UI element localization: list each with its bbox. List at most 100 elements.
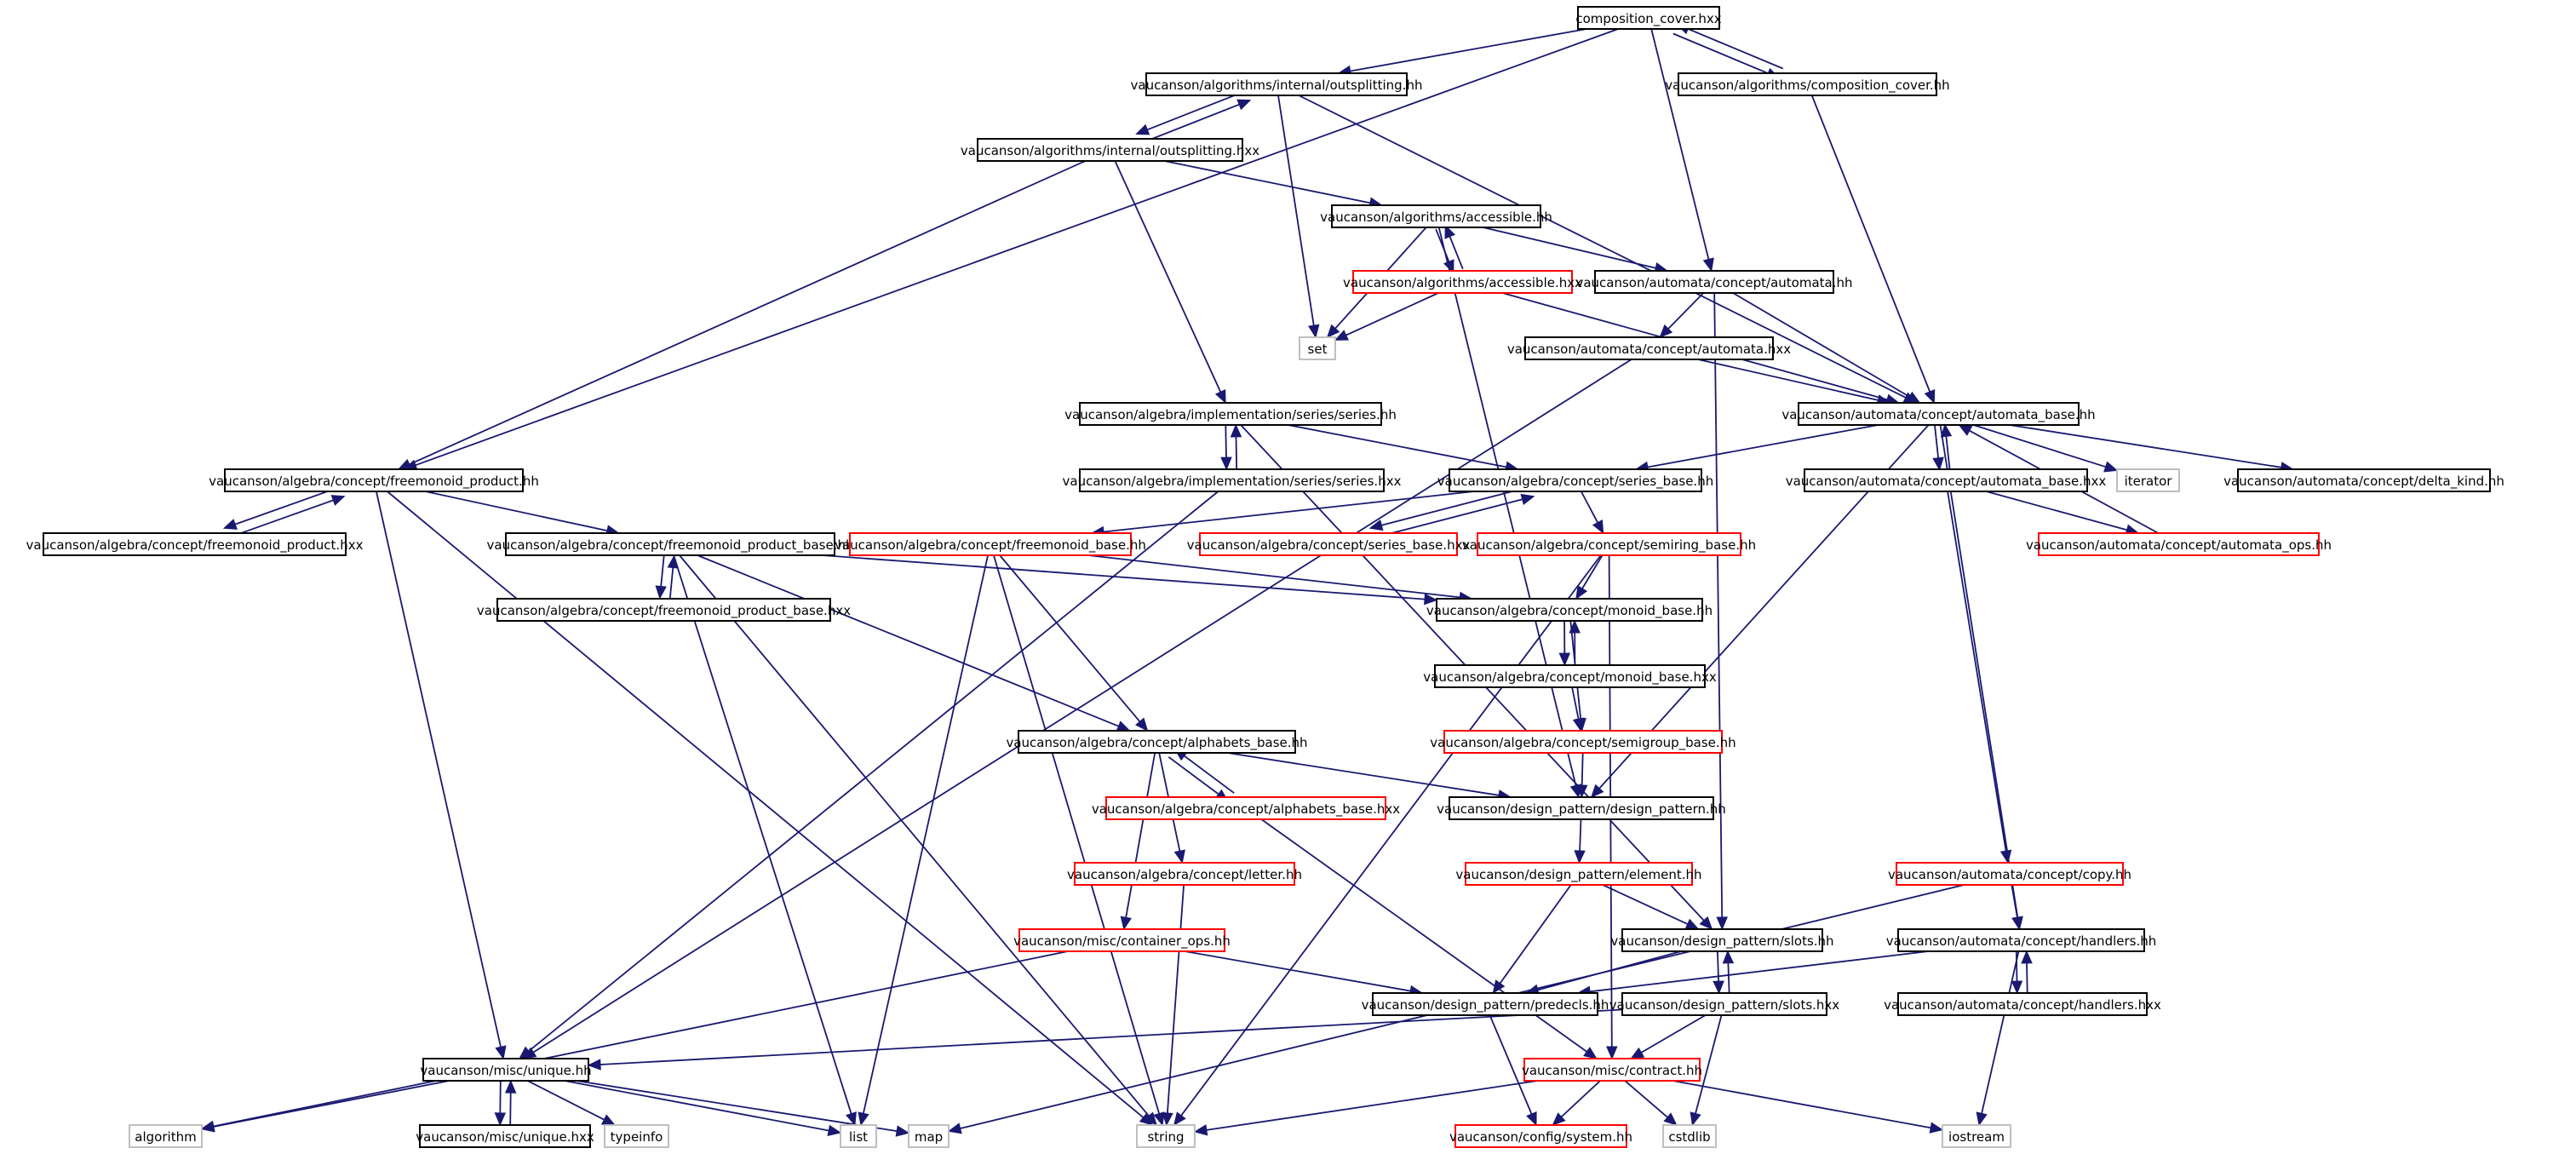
node-box — [1523, 1058, 1701, 1082]
node-aops[interactable]: vaucanson/automata/concept/automata_ops.… — [2026, 532, 2332, 556]
node-label: list — [849, 1129, 868, 1145]
node-box — [1896, 862, 2124, 886]
edge-alpha_hh-to-alpha_hxx — [1168, 756, 1230, 802]
edge-mb_hxx-to-sg_hh — [1571, 686, 1585, 732]
node-system[interactable]: vaucanson/config/system.hh — [1449, 1124, 1632, 1148]
node-label: vaucanson/algebra/concept/alphabets_base… — [1006, 735, 1307, 751]
node-dp-hh[interactable]: vaucanson/design_pattern/design_pattern.… — [1437, 796, 1726, 820]
node-cops[interactable]: vaucanson/misc/container_ops.hh — [1013, 928, 1231, 952]
node-access-hxx[interactable]: vaucanson/algorithms/accessible.hxx — [1343, 270, 1582, 294]
edge-root-to-outspl_hh — [1337, 28, 1587, 78]
node-access-hh[interactable]: vaucanson/algorithms/accessible.hh — [1320, 204, 1552, 228]
edge-outspl_hxx-to-fmp_hh — [397, 160, 1086, 470]
node-fmp-hxx[interactable]: vaucanson/algebra/concept/freemonoid_pro… — [26, 532, 364, 556]
node-label: iostream — [1948, 1129, 2005, 1145]
node-mb-hh[interactable]: vaucanson/algebra/concept/monoid_base.hh — [1426, 598, 1713, 622]
node-fmp-hh[interactable]: vaucanson/algebra/concept/freemonoid_pro… — [209, 468, 539, 492]
node-label: vaucanson/algebra/concept/monoid_base.hh — [1426, 603, 1713, 619]
node-delta[interactable]: vaucanson/automata/concept/delta_kind.hh — [2223, 468, 2504, 492]
edge-outspl_hh-to-outspl_hxx — [1135, 89, 1248, 135]
node-box — [419, 1124, 591, 1148]
node-copy[interactable]: vaucanson/automata/concept/copy.hh — [1888, 862, 2131, 886]
node-iterator: iterator — [2116, 468, 2180, 492]
node-label: vaucanson/algebra/concept/monoid_base.hx… — [1423, 669, 1717, 686]
node-elem[interactable]: vaucanson/design_pattern/element.hh — [1455, 862, 1702, 886]
node-outspl-hh[interactable]: vaucanson/algorithms/internal/outsplitti… — [1131, 72, 1423, 96]
node-ab-hh[interactable]: vaucanson/automata/concept/automata_base… — [1781, 402, 2096, 426]
node-letter[interactable]: vaucanson/algebra/concept/letter.hh — [1067, 862, 1302, 886]
node-label: vaucanson/misc/unique.hh — [420, 1063, 591, 1078]
node-box — [43, 532, 347, 556]
edge-ab_hh-to-sb_hh — [1634, 424, 1879, 474]
node-semi-hh[interactable]: vaucanson/algebra/concept/semiring_base.… — [1462, 532, 1756, 556]
node-comp-hh[interactable]: vaucanson/algorithms/composition_cover.h… — [1665, 72, 1950, 96]
edge-cops-to-predecls — [1185, 950, 1424, 997]
node-slots-hxx[interactable]: vaucanson/design_pattern/slots.hxx — [1609, 992, 1840, 1016]
node-label: map — [915, 1129, 943, 1145]
edge-ab_hh-to-delta — [2009, 424, 2295, 474]
node-sg-hh[interactable]: vaucanson/algebra/concept/semigroup_base… — [1430, 730, 1736, 754]
node-alpha-hxx[interactable]: vaucanson/algebra/concept/alphabets_base… — [1092, 796, 1400, 820]
node-label: vaucanson/automata/concept/automata_ops.… — [2026, 537, 2332, 554]
node-box — [129, 1124, 203, 1148]
node-automata-hxx[interactable]: vaucanson/automata/concept/automata.hxx — [1507, 336, 1791, 360]
node-mb-hxx[interactable]: vaucanson/algebra/concept/monoid_base.hx… — [1423, 664, 1717, 688]
node-handl-hh[interactable]: vaucanson/automata/concept/handlers.hh — [1886, 928, 2157, 952]
edge-fmpb_hh-to-mb_hh — [822, 554, 1438, 606]
node-box — [1372, 992, 1598, 1016]
node-label: iterator — [2125, 474, 2173, 489]
node-box — [1434, 664, 1706, 688]
node-label: vaucanson/algebra/concept/freemonoid_pro… — [487, 537, 854, 554]
node-alpha-hh[interactable]: vaucanson/algebra/concept/alphabets_base… — [1006, 730, 1308, 754]
node-box — [1798, 402, 2080, 426]
edge-outspl_hxx-to-access_hh — [1164, 160, 1383, 209]
edge-root-to-comp_hh — [1672, 32, 1781, 79]
node-label: vaucanson/design_pattern/predecls.hh — [1362, 997, 1609, 1013]
node-label: vaucanson/automata/concept/handlers.hxx — [1884, 997, 2161, 1013]
node-outspl-hxx[interactable]: vaucanson/algorithms/internal/outsplitti… — [961, 138, 1259, 162]
node-fmpb-hh[interactable]: vaucanson/algebra/concept/freemonoid_pro… — [487, 532, 854, 556]
edge-comp_hh-to-ab_hh — [1810, 95, 1936, 405]
node-unique-hxx[interactable]: vaucanson/misc/unique.hxx — [416, 1124, 594, 1148]
node-label: vaucanson/algorithms/accessible.hxx — [1343, 275, 1582, 290]
node-ab-hxx[interactable]: vaucanson/automata/concept/automata_base… — [1786, 468, 2107, 492]
edge-access_hxx-to-access_hh — [1444, 224, 1464, 270]
edge-slots_hh-to-slots_hxx — [1713, 951, 1724, 995]
node-box — [1465, 862, 1693, 886]
edge-sb_hxx-to-sb_hh — [1372, 493, 1535, 539]
node-box — [908, 1124, 950, 1148]
edge-mb_hxx-to-mb_hh — [1569, 619, 1581, 666]
node-root[interactable]: composition_cover.hxx — [1575, 6, 1722, 30]
node-predecls[interactable]: vaucanson/design_pattern/predecls.hh — [1362, 992, 1609, 1016]
node-sb-hxx[interactable]: vaucanson/algebra/concept/series_base.hx… — [1187, 532, 1471, 556]
edge-slots_hxx-to-unique_hh — [587, 1008, 1623, 1071]
node-box — [840, 1124, 877, 1148]
node-series-hh[interactable]: vaucanson/algebra/implementation/series/… — [1064, 402, 1397, 426]
node-box — [1621, 992, 1827, 1016]
edge-slots_hh-to-predecls — [1525, 950, 1682, 996]
edge-fmpb_hxx-to-fmpb_hh — [667, 554, 680, 600]
edge-predecls-to-system — [1489, 1014, 1537, 1127]
edge-dp_hh-to-elem — [1574, 818, 1586, 864]
node-box — [1436, 598, 1703, 622]
node-label: vaucanson/algebra/concept/series_base.hh — [1437, 474, 1713, 490]
node-label: vaucanson/algebra/implementation/series/… — [1063, 474, 1402, 489]
node-slots-hh[interactable]: vaucanson/design_pattern/slots.hh — [1610, 928, 1834, 952]
node-box — [1018, 730, 1296, 754]
node-automata-hh[interactable]: vaucanson/automata/concept/automata.hh — [1575, 270, 1853, 294]
node-series-hxx[interactable]: vaucanson/algebra/implementation/series/… — [1063, 468, 1402, 492]
node-unique-hh[interactable]: vaucanson/misc/unique.hh — [420, 1058, 592, 1082]
node-typeinfo: typeinfo — [604, 1124, 669, 1148]
node-fmpb-hxx[interactable]: vaucanson/algebra/concept/freemonoid_pro… — [477, 598, 851, 622]
node-box — [1199, 532, 1458, 556]
node-handl-hxx[interactable]: vaucanson/automata/concept/handlers.hxx — [1884, 992, 2161, 1016]
node-sb-hh[interactable]: vaucanson/algebra/concept/series_base.hh — [1437, 468, 1713, 492]
edge-fmb_hh-to-string — [993, 554, 1165, 1127]
node-box — [2237, 468, 2491, 492]
node-label: vaucanson/algebra/implementation/series/… — [1064, 407, 1397, 422]
node-contract[interactable]: vaucanson/misc/contract.hh — [1522, 1058, 1702, 1082]
edge-copy-to-handl_hh — [2011, 884, 2023, 931]
edge-outspl_hxx-to-series_hh — [1114, 160, 1226, 405]
node-box — [1804, 468, 2088, 492]
node-fmb-hh[interactable]: vaucanson/algebra/concept/freemonoid_bas… — [835, 532, 1146, 556]
